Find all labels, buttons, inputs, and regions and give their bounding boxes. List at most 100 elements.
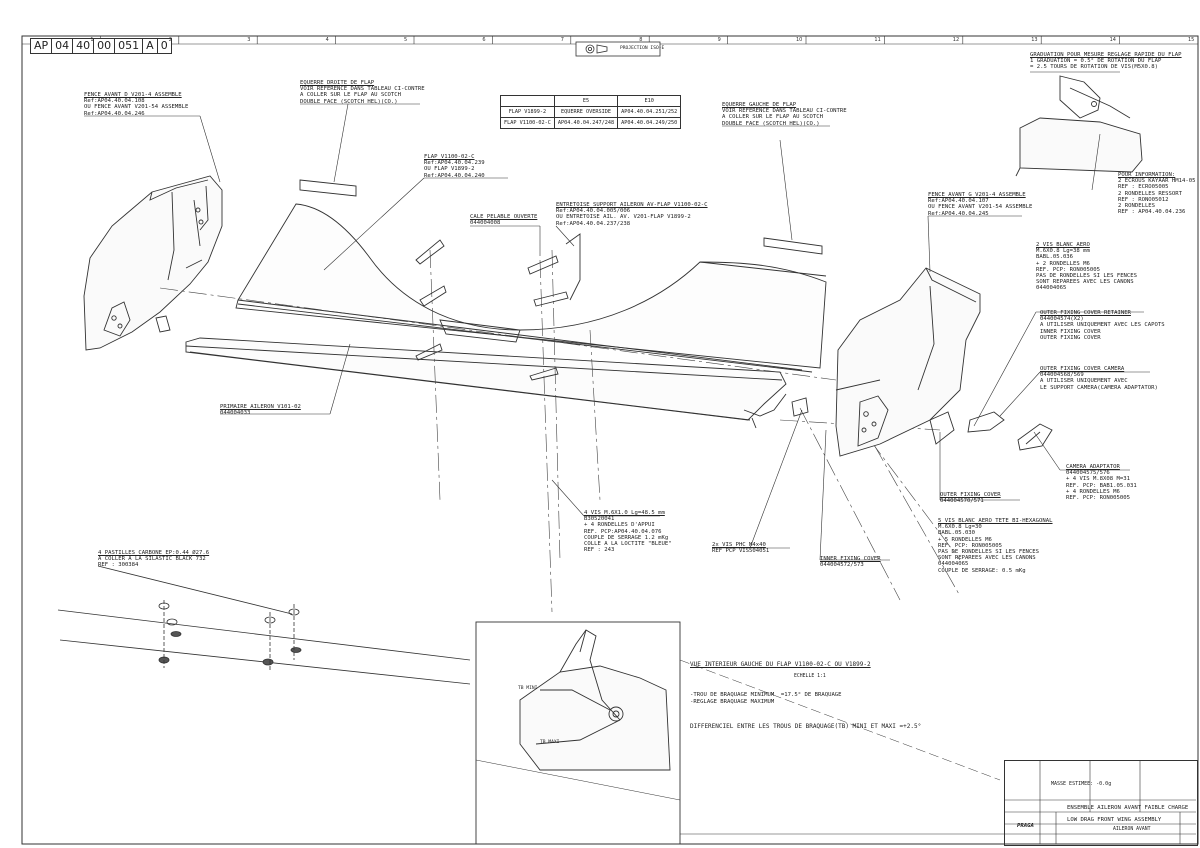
callout-line: Ref:AP04.40.04.246 — [84, 110, 145, 117]
callout-line: 044004008 — [470, 220, 501, 227]
callout-line: 2x VIS PHC M4x40 — [712, 542, 766, 548]
ruler-number: 8 — [639, 37, 643, 43]
variant-cell: FLAP V1899-2 — [500, 106, 555, 118]
callout-line: Ref:AP04.40.04.108 — [84, 98, 145, 105]
variant-table: E5 E10 FLAP V1899-2 EQUERRE OVERSIDE AP0… — [500, 95, 682, 129]
detail-reglage: -REGLAGE BRAQUAGE MAXIMUM — [690, 699, 775, 705]
callout-line: REF. PCP: BAB1.05.031 — [1066, 482, 1137, 489]
fence-g-assembly — [835, 267, 1053, 457]
brackets — [415, 233, 809, 417]
callout-line: REF. PCP: RON005005 — [1036, 266, 1100, 273]
callout-line: 044004575/576 — [1066, 470, 1110, 477]
detail-tb-mini: TB MINI — [518, 686, 538, 691]
callout-line: EQUERRE DROITE DE FLAP — [300, 80, 375, 86]
callout-line: Ref:AP04.40.04.107 — [928, 198, 989, 205]
ruler-number: 1 — [90, 37, 94, 43]
callout-line: BABL.05.030 — [938, 530, 976, 537]
aileron-main-plane — [185, 319, 787, 429]
callout-graduation: GRADUATION POUR MESURE REGLAGE RAPIDE DU… — [1030, 52, 1182, 71]
variant-cell: AP04.40.04.249/250 — [617, 117, 682, 129]
callout-line: LE SUPPORT CAMERA(CAMERA ADAPTATOR) — [1040, 384, 1158, 391]
ruler-number: 5 — [404, 37, 408, 43]
callout-line: INNER FIXING COVER — [1040, 328, 1101, 335]
callout-line: FENCE AVANT D V201-4 ASSEMBLE — [84, 92, 182, 98]
callout-line: PAS DE RONDELLES SI LES FENCES — [1036, 273, 1138, 280]
callout-line: Ref:AP04.40.04.240 — [424, 172, 485, 179]
doc-number-4: 051 — [115, 39, 144, 53]
title-block-lines — [680, 760, 1196, 845]
ruler-number: 9 — [717, 37, 721, 43]
callout-line: + 4 VIS M.8X08 M=31 — [1066, 476, 1130, 483]
title-block-title-en: LOW DRAG FRONT WING ASSEMBLY — [1067, 817, 1162, 823]
ruler-number: 6 — [482, 37, 486, 43]
graduation-detail — [1015, 75, 1143, 177]
callout-line: OU FLAP V1899-2 — [424, 166, 475, 173]
doc-number-3: 00 — [94, 39, 116, 53]
variant-table-row: FLAP V1100-02-C AP04.40.04.247/248 AP04.… — [500, 117, 682, 129]
callout-line: DOUBLE FACE (SCOTCH HEL)(CO.) — [722, 120, 820, 127]
ruler-number: 13 — [1031, 37, 1038, 43]
callout-line: INNER FIXING COVER — [820, 556, 881, 562]
variant-cell: AP04.40.04.251/252 — [617, 106, 682, 118]
ruler-number: 12 — [952, 37, 960, 43]
detail-tb-maxi: TB MAXI — [540, 740, 560, 745]
callout-line: 4 VIS M.6X1.0 Lg=48.5 mm — [584, 510, 665, 516]
variant-cell: FLAP V1100-02-C — [500, 117, 555, 129]
callout-line: COLLE A LA LOCTITE "BLEUE" — [584, 541, 672, 548]
callout-line: REF : 300384 — [98, 562, 139, 569]
callout-line: OUTER FIXING COVER CAMERA — [1040, 366, 1125, 372]
title-block: MASSE ESTIMEE: -0.0g ENSEMBLE AILERON AV… — [1004, 760, 1198, 846]
callout-line: 4 PASTILLES CARBONE EP:0.44 Ø27.6 — [98, 550, 210, 556]
callout-line: + 5 RONDELLES M6 — [938, 536, 992, 543]
projection-label: PROJECTION ISO-E — [620, 46, 665, 51]
variant-cell: AP04.40.04.247/248 — [553, 117, 619, 129]
callout-line: OUTER FIXING COVER — [940, 492, 1001, 498]
callout-line: OU FENCE AVANT V201-54 ASSEMBLE — [928, 204, 1033, 211]
callout-line: COUPLE DE SERRAGE: 0.5 mKg — [938, 567, 1026, 574]
callout-line: 2 RONDELLES — [1118, 203, 1156, 210]
pastilles-sketch — [57, 565, 471, 685]
callout-line: 044004572/573 — [820, 562, 864, 569]
callout-line: A UTILISER UNIQUEMENT AVEC — [1040, 378, 1128, 385]
callout-line: 044004065 — [938, 561, 969, 568]
callout-line: 044004570/571 — [940, 498, 984, 505]
detail-scale: ECHELLE 1:1 — [794, 674, 826, 679]
ruler-number: 7 — [560, 37, 564, 43]
ruler-number: 14 — [1109, 37, 1116, 43]
callout-line: 5 VIS BLANC AERO TETE BI-HEXAGONAL — [938, 518, 1053, 524]
title-block-title-fr: ENSEMBLE AILERON AVANT FAIBLE CHARGE — [1067, 805, 1189, 811]
callout-line: POUR INFORMATION: — [1118, 172, 1176, 178]
callout-line: REF : RONO05012 — [1118, 196, 1169, 203]
callout-line: CAMERA ADAPTATOR — [1066, 464, 1120, 470]
ruler-number: 2 — [168, 37, 172, 43]
callout-line: DOUBLE FACE (SCOTCH HEL)(CO.) — [300, 98, 398, 105]
doc-number-1: 04 — [52, 39, 74, 53]
variant-header-cell: E10 — [617, 95, 682, 107]
variant-header-cell: E5 — [553, 95, 619, 107]
variant-table-header: E5 E10 — [500, 95, 682, 107]
callout-line: BABL.05.036 — [1036, 254, 1074, 261]
detail-view — [475, 621, 1001, 845]
callout-line: 044004033 — [220, 410, 251, 417]
callout-line: VOIR REFERENCE DANS TABLEAU CI-CONTRE — [722, 108, 847, 115]
callout-line: ENTRETOISE SUPPORT AILERON AV-FLAP V1100… — [556, 202, 708, 208]
callout-line: GRADUATION POUR MESURE REGLAGE RAPIDE DU… — [1030, 52, 1182, 58]
callout-line: FENCE AVANT G V201-4 ASSEMBLE — [928, 192, 1026, 198]
callout-entretoise: ENTRETOISE SUPPORT AILERON AV-FLAP V1100… — [556, 202, 708, 227]
callout-line: CALE PELABLE OUVERTE — [470, 214, 538, 220]
callout-line: + 4 RONDELLES D'APPUI — [584, 522, 655, 529]
